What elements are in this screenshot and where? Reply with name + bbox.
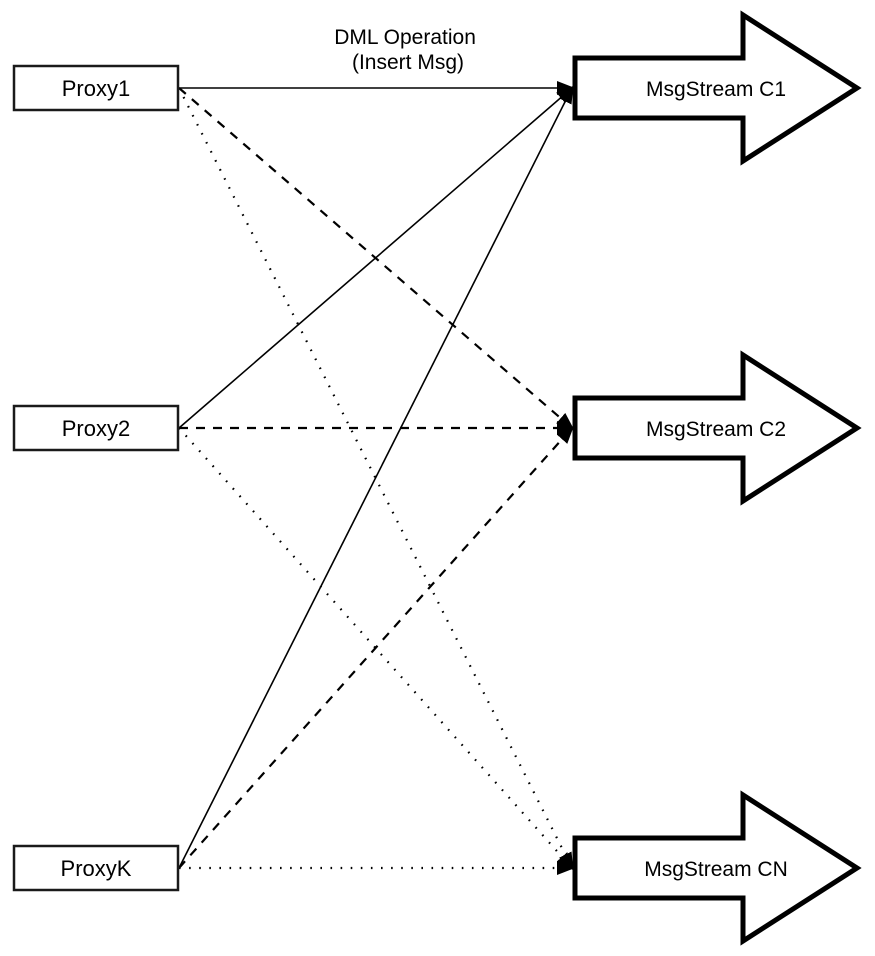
edge-proxyk-to-c1 xyxy=(178,85,574,869)
proxyk-label: ProxyK xyxy=(61,856,132,881)
proxy1-label: Proxy1 xyxy=(62,76,130,101)
msgstream-c2-arrow-shape xyxy=(572,350,862,506)
proxy2-label: Proxy2 xyxy=(62,416,130,441)
edges xyxy=(178,81,575,875)
stream-shapes xyxy=(572,10,862,946)
edge-proxyk-to-c2 xyxy=(178,425,574,869)
annotation-line-1: DML Operation xyxy=(334,26,476,49)
proxy-nodes: Proxy1 Proxy2 ProxyK xyxy=(12,64,180,892)
msgstream-c1-arrow-shape xyxy=(572,10,862,166)
proxy1-box xyxy=(12,64,180,112)
edge-proxy1-to-cn xyxy=(178,87,574,871)
msgstream-cn-label: MsgStream CN xyxy=(644,858,788,881)
proxyk-box xyxy=(12,844,180,892)
stream-labels: MsgStream C1 MsgStream C2 MsgStream CN xyxy=(644,78,788,881)
edge-proxy2-to-c1 xyxy=(178,86,575,429)
msgstream-c2-label: MsgStream C2 xyxy=(646,418,786,441)
proxy2-box xyxy=(12,404,180,452)
annotation-line-2: (Insert Msg) xyxy=(352,51,464,74)
msgstream-cn-arrow-shape xyxy=(572,790,862,946)
dml-operation-annotation: DML Operation (Insert Msg) xyxy=(334,26,481,74)
msgstream-c1-label: MsgStream C1 xyxy=(646,78,786,101)
